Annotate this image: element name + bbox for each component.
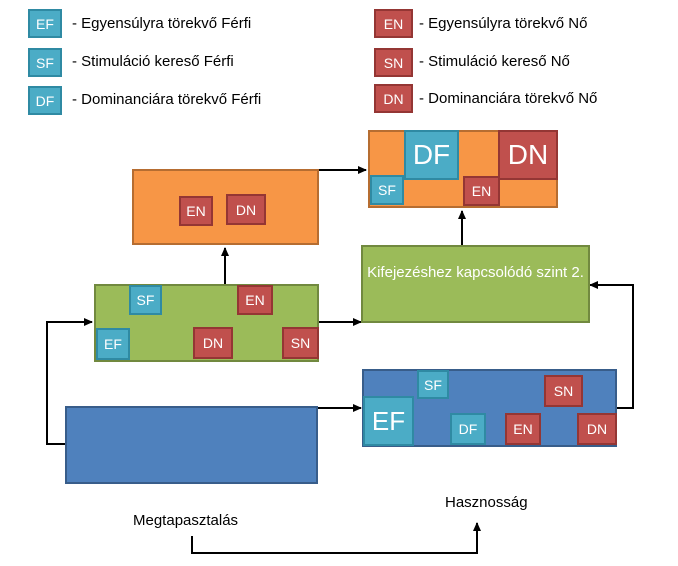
badge-top-sf: SF	[370, 175, 404, 205]
badge-blue-df: DF	[450, 413, 486, 445]
badge-green-sf: SF	[129, 285, 162, 315]
badge-green-en: EN	[237, 285, 273, 315]
badge-top-dn: DN	[498, 130, 558, 180]
experience-label: Megtapasztalás	[133, 512, 239, 529]
badge-blue-sf: SF	[417, 370, 449, 399]
blue-left-box	[65, 406, 318, 484]
badge-green-ef: EF	[96, 328, 130, 360]
badge-blue-ef: EF	[363, 396, 414, 446]
badge-green-sn: SN	[282, 327, 319, 359]
arrow-experience-to-utility	[191, 522, 481, 554]
badge-top-en: EN	[463, 176, 500, 206]
badge-blue-sn: SN	[544, 375, 583, 407]
level2-box	[361, 245, 590, 323]
badge-blue-en: EN	[505, 413, 541, 445]
level2-text: Kifejezéshez kapcsolódó szint 2.	[367, 264, 584, 281]
arrow-blue-to-green	[46, 318, 93, 445]
legend-badge-en: EN	[374, 9, 413, 38]
legend-badge-dn: DN	[374, 84, 413, 113]
badge-top-df: DF	[404, 130, 459, 180]
legend-text-df: - Dominanciára törekvő Férfi	[72, 91, 262, 108]
badge-orange-dn: DN	[226, 194, 266, 225]
utility-label: Hasznosság	[445, 494, 528, 511]
legend-text-ef: - Egyensúlyra törekvő Férfi	[72, 15, 252, 32]
legend-badge-sf: SF	[28, 48, 62, 77]
badge-orange-en: EN	[179, 196, 213, 226]
legend-text-dn: - Dominanciára törekvő Nő	[419, 90, 598, 107]
legend-badge-sn: SN	[374, 48, 413, 77]
badge-blue-dn: DN	[577, 413, 617, 445]
legend-text-sf: - Stimuláció kereső Férfi	[72, 53, 234, 70]
badge-green-dn: DN	[193, 327, 233, 359]
legend-text-sn: - Stimuláció kereső Nő	[419, 53, 570, 70]
legend-badge-df: DF	[28, 86, 62, 115]
arrow-blue-to-level2	[589, 281, 634, 409]
legend-badge-ef: EF	[28, 9, 62, 38]
legend-text-en: - Egyensúlyra törekvő Nő	[419, 15, 588, 32]
orange-box	[132, 169, 319, 245]
